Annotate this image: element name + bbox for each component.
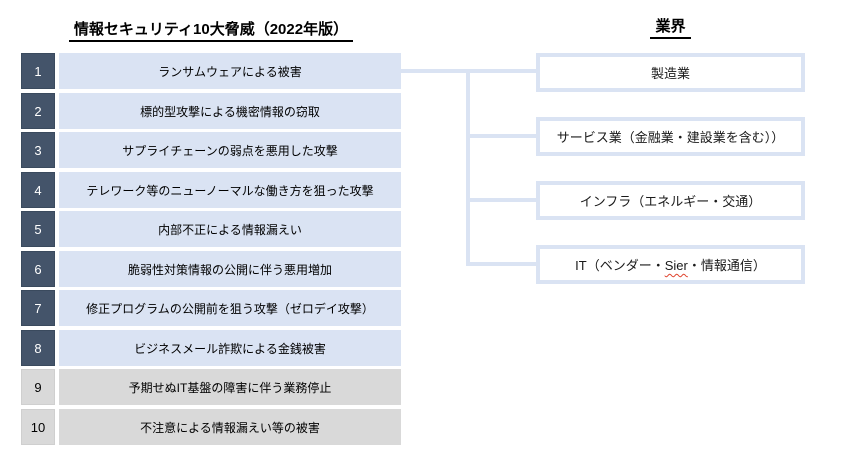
industry-label: IT（ベンダー・Sier・情報通信）: [575, 255, 766, 274]
industry-box-infrastructure: インフラ（エネルギー・交通）: [536, 181, 805, 220]
threat-label: 予期せぬIT基盤の障害に伴う業務停止: [59, 369, 401, 405]
threat-label: ビジネスメール詐欺による金銭被害: [59, 330, 401, 366]
threat-label: ランサムウェアによる被害: [59, 53, 401, 89]
threat-rank-badge: 1: [21, 53, 55, 89]
threat-label: 不注意による情報漏えい等の被害: [59, 409, 401, 445]
threat-row-1: 1 ランサムウェアによる被害: [21, 53, 401, 89]
industry-box-services: サービス業（金融業・建設業を含む））: [536, 117, 805, 156]
industry-label-after: ・情報通信）: [687, 258, 766, 273]
connector-branch-it: [466, 262, 540, 266]
threat-row-9: 9 予期せぬIT基盤の障害に伴う業務停止: [21, 369, 401, 405]
threat-label: 内部不正による情報漏えい: [59, 211, 401, 247]
industry-label: インフラ（エネルギー・交通）: [579, 194, 762, 209]
threat-rank-badge: 10: [21, 409, 55, 445]
connector-trunk: [466, 69, 470, 266]
threat-label: 脆弱性対策情報の公開に伴う悪用増加: [59, 251, 401, 287]
threat-rank-badge: 3: [21, 132, 55, 168]
threat-label: サプライチェーンの弱点を悪用した攻撃: [59, 132, 401, 168]
industry-box-it: IT（ベンダー・Sier・情報通信）: [536, 245, 805, 284]
left-section-title: 情報セキュリティ10大脅威（2022年版）: [21, 18, 401, 42]
threat-row-4: 4 テレワーク等のニューノーマルな働き方を狙った攻撃: [21, 172, 401, 208]
threat-row-3: 3 サプライチェーンの弱点を悪用した攻撃: [21, 132, 401, 168]
connector-branch-manufacturing: [401, 69, 540, 73]
threat-label: 標的型攻撃による機密情報の窃取: [59, 93, 401, 129]
threat-rank-badge: 7: [21, 290, 55, 326]
threat-label: テレワーク等のニューノーマルな働き方を狙った攻撃: [59, 172, 401, 208]
threat-rank-badge: 8: [21, 330, 55, 366]
threat-label: 修正プログラムの公開前を狙う攻撃（ゼロデイ攻撃）: [59, 290, 401, 326]
threat-row-7: 7 修正プログラムの公開前を狙う攻撃（ゼロデイ攻撃）: [21, 290, 401, 326]
connector-branch-services: [466, 134, 540, 138]
threat-row-5: 5 内部不正による情報漏えい: [21, 211, 401, 247]
industry-box-manufacturing: 製造業: [536, 53, 805, 92]
threat-rank-badge: 9: [21, 369, 55, 405]
industry-label: 製造業: [650, 66, 690, 81]
right-section-title: 業界: [536, 15, 805, 39]
industry-label: サービス業（金融業・建設業を含む））: [556, 130, 785, 145]
right-section-title-text: 業界: [650, 15, 691, 39]
industry-label-before: IT（ベンダー・: [575, 258, 665, 273]
left-section-title-text: 情報セキュリティ10大脅威（2022年版）: [68, 18, 354, 42]
threat-rank-badge: 2: [21, 93, 55, 129]
threat-rank-badge: 4: [21, 172, 55, 208]
industry-label-misspelled-word: Sier: [664, 258, 688, 273]
threat-row-8: 8 ビジネスメール詐欺による金銭被害: [21, 330, 401, 366]
threat-row-2: 2 標的型攻撃による機密情報の窃取: [21, 93, 401, 129]
threat-row-10: 10 不注意による情報漏えい等の被害: [21, 409, 401, 445]
threat-rank-badge: 5: [21, 211, 55, 247]
connector-branch-infrastructure: [466, 198, 540, 202]
threat-row-6: 6 脆弱性対策情報の公開に伴う悪用増加: [21, 251, 401, 287]
threat-rank-badge: 6: [21, 251, 55, 287]
